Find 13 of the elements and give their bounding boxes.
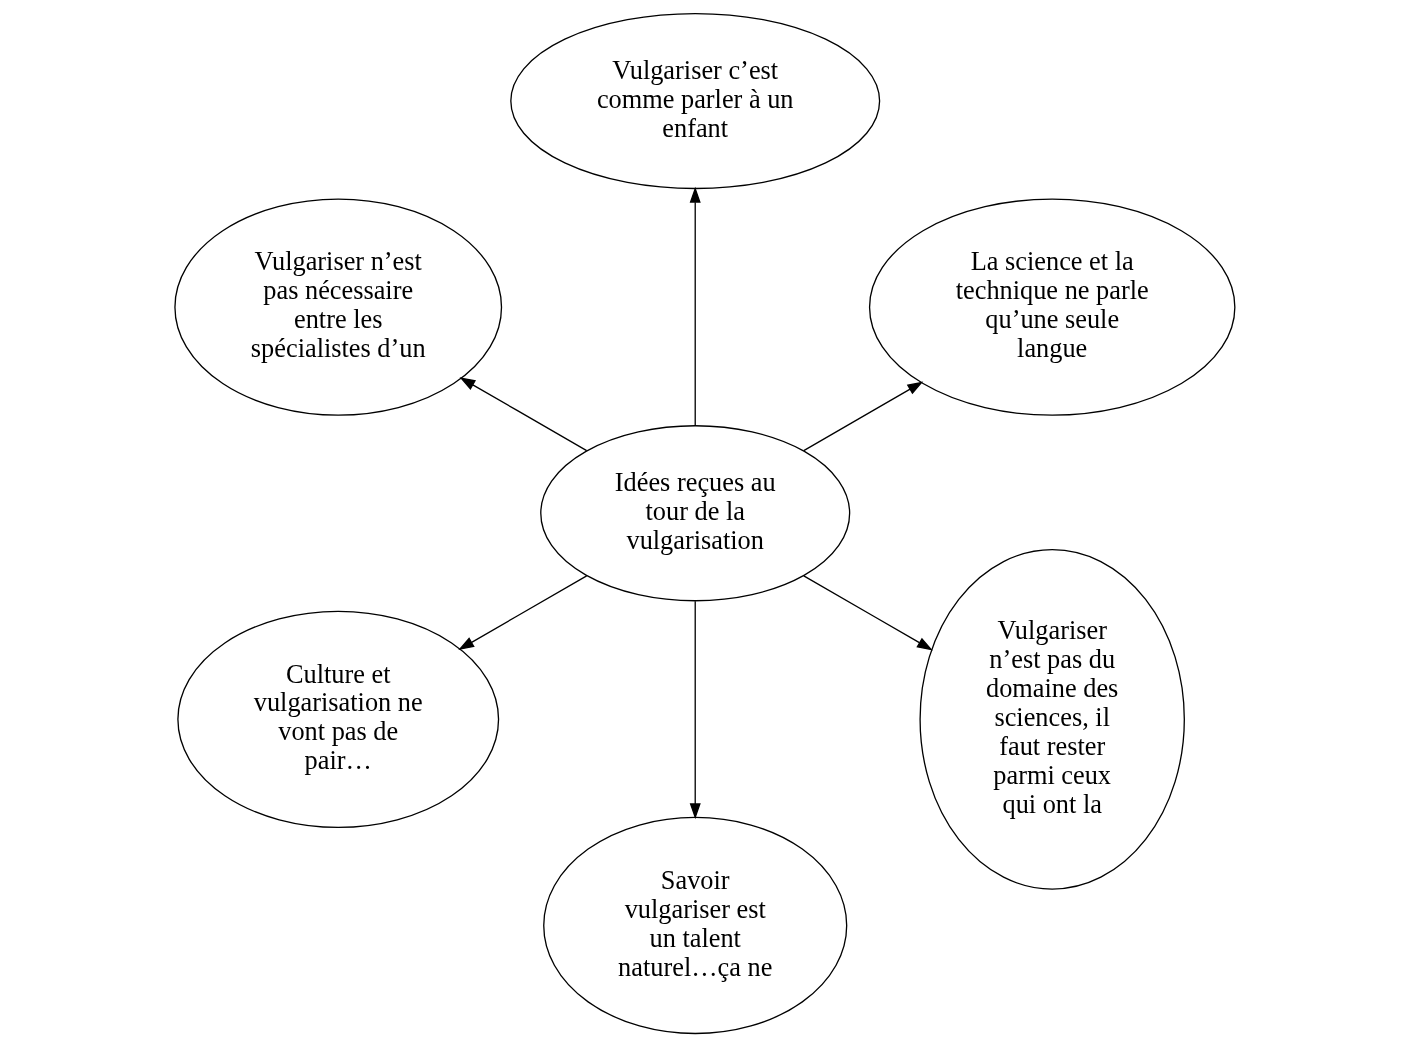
node-ellipse: Savoir vulgariser est un talent naturel…ça ne [543, 816, 848, 1035]
node-ellipse: Vulgariser n’est pas nécessaire entre les spécialistes d’un [174, 198, 503, 416]
node-ellipse: Idées reçues au tour de la vulgarisation [540, 425, 851, 602]
arrow [459, 377, 588, 452]
node-ellipse: Vulgariser c’est comme parler à un enfant [510, 12, 881, 190]
node-ellipse: Vulgariser n’est pas du domaine des sciences, il faut rester parmi ceux qui ont la [919, 548, 1185, 890]
arrow [803, 381, 924, 452]
node-ellipse: La science et la technique ne parle qu’une seule langue [868, 198, 1236, 416]
arrow [689, 600, 701, 820]
node-ellipse: Culture et vulgarisation ne vont pas de pair… [177, 610, 500, 829]
arrow [458, 575, 588, 651]
arrow [689, 186, 701, 426]
arrow [803, 575, 933, 651]
